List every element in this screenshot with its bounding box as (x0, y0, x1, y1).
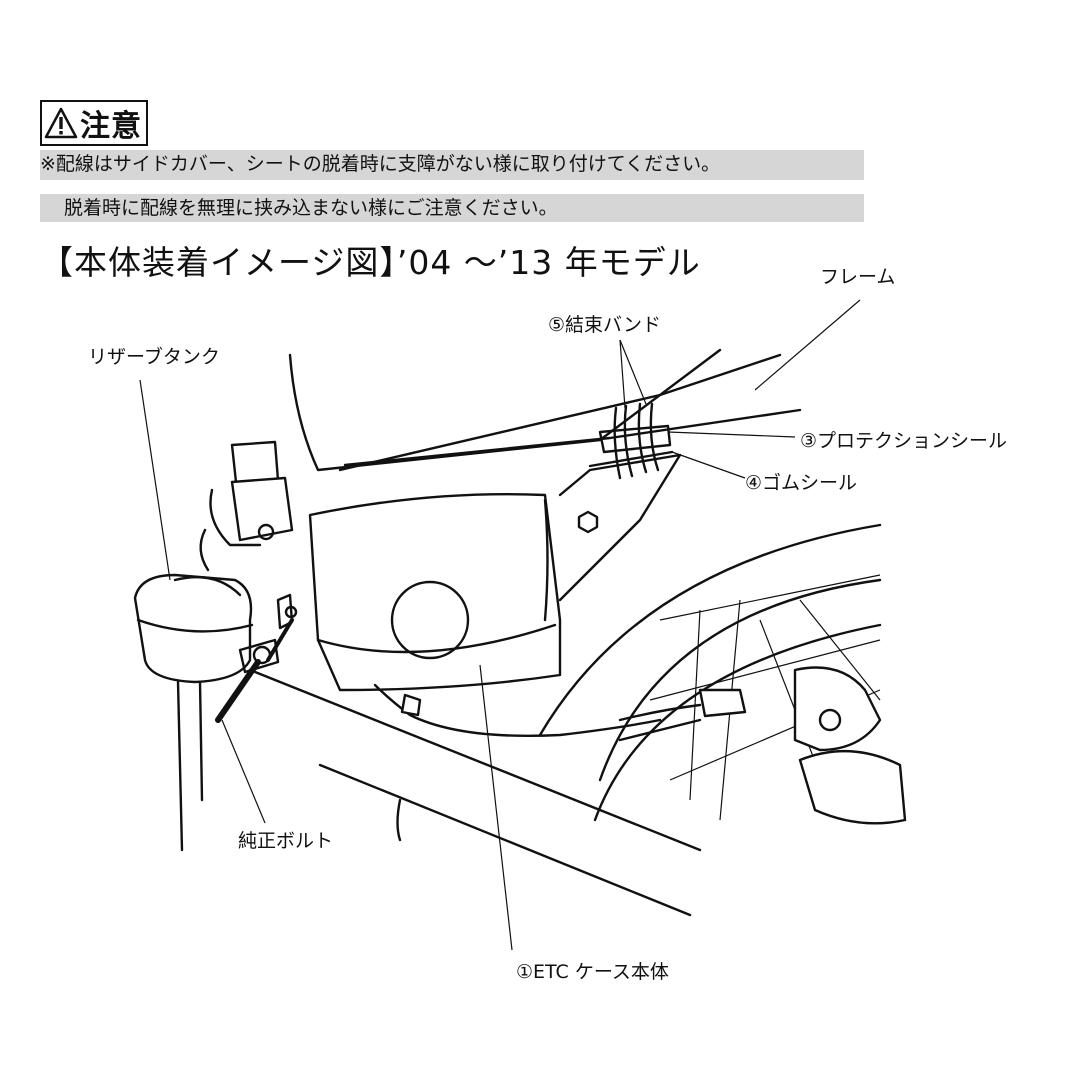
etc-case-body (308, 492, 662, 738)
label-etc-case: ①ETC ケース本体 (516, 961, 669, 983)
label-frame: フレーム (820, 266, 896, 288)
label-rubber-seal: ④ゴムシール (745, 472, 858, 494)
label-zip-band: ⑤結束バンド (548, 314, 661, 336)
seal-strip (588, 424, 674, 468)
label-reserve-tank: リザーブタンク (88, 346, 220, 368)
note-line-1: ※配線はサイドカバー、シートの脱着時に支障がない様に取り付けてください。 (40, 150, 864, 180)
leader-lines (139, 299, 861, 951)
label-protection-seal: ③プロテクションシール (800, 430, 1008, 452)
side-cover (248, 668, 702, 917)
note-line-2: 脱着時に配線を無理に挟み込まない様にご注意ください。 (40, 194, 864, 222)
hub-assembly (618, 666, 907, 825)
caution-header: 注意 (40, 100, 148, 146)
label-oem-bolt: 純正ボルト (238, 830, 334, 852)
caution-box: 注意 (40, 100, 148, 146)
caution-title: 注意 (80, 109, 142, 144)
frame-tube (288, 348, 802, 472)
wheel (538, 523, 882, 822)
page-title: 【本体装着イメージ図】’04 ～’13 年モデル (40, 243, 701, 282)
connector (199, 440, 294, 572)
reserve-tank (133, 573, 254, 852)
zip-bands (613, 402, 660, 480)
warning-triangle-icon (44, 107, 78, 139)
